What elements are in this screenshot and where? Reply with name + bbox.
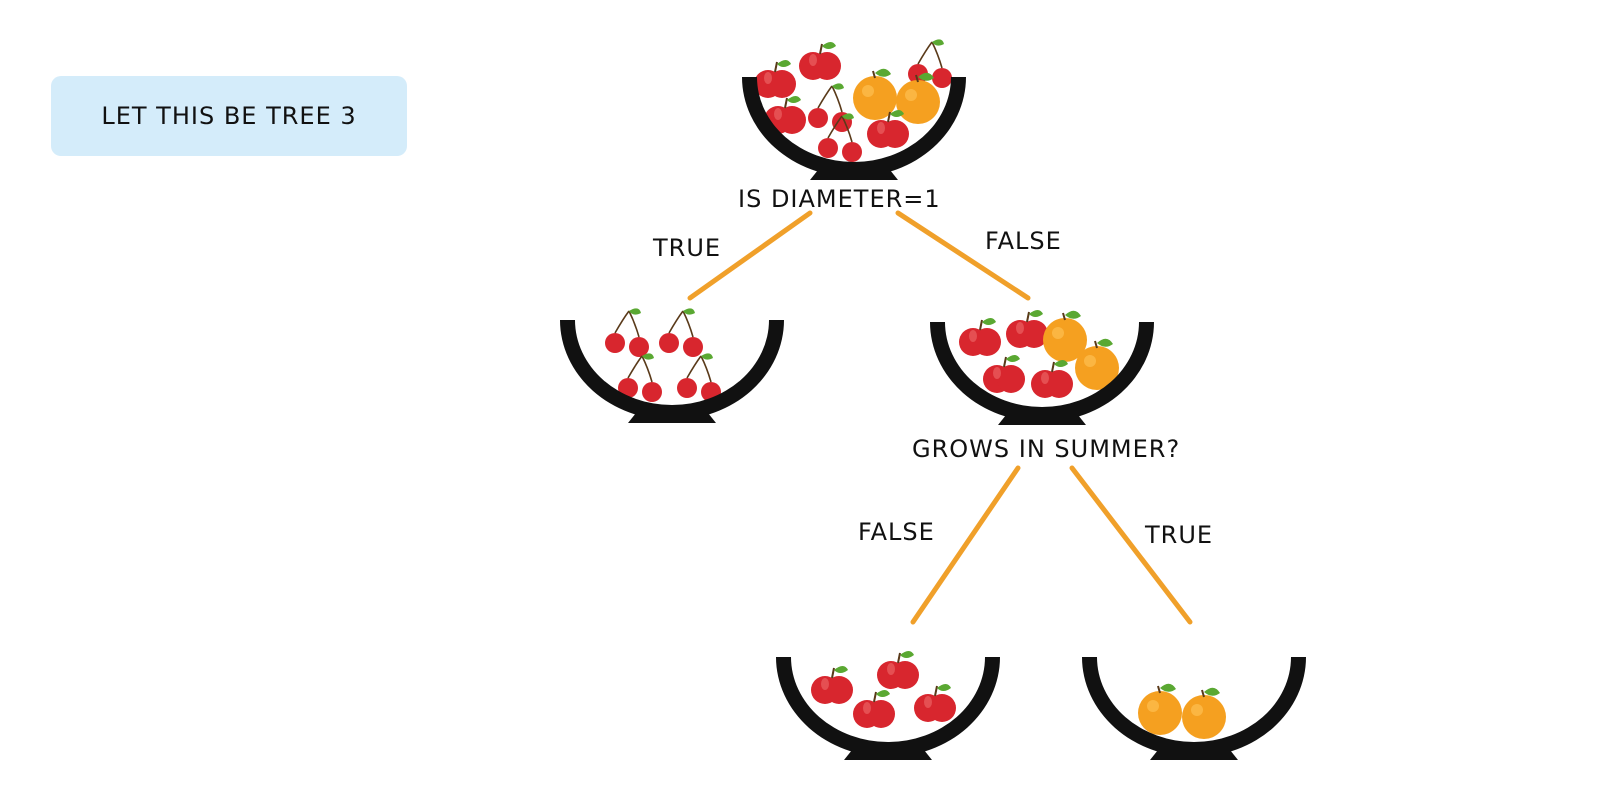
branch-second-true — [1069, 465, 1193, 625]
branch-root-false — [895, 210, 1031, 301]
branch-root-true — [687, 210, 813, 301]
branch-second-false — [910, 465, 1021, 625]
root-fruit-bowl — [742, 38, 966, 180]
branch-lines — [687, 210, 1193, 625]
tree-title-banner: LET THIS BE TREE 3 — [51, 76, 407, 156]
root-false-label: FALSE — [985, 227, 1062, 255]
second-question-label: GROWS IN SUMMER? — [912, 435, 1181, 463]
root-true-label: TRUE — [653, 234, 722, 262]
second-true-label: TRUE — [1145, 521, 1214, 549]
second-false-label: FALSE — [858, 518, 935, 546]
apples-oranges-fruit-bowl — [930, 309, 1154, 425]
tree-title-text: LET THIS BE TREE 3 — [101, 102, 357, 130]
apples-fruit-bowl — [776, 650, 1000, 760]
oranges-fruit-bowl — [1082, 657, 1306, 760]
root-question-label: IS DIAMETER=1 — [738, 185, 941, 213]
cherries-fruit-bowl — [560, 307, 784, 423]
